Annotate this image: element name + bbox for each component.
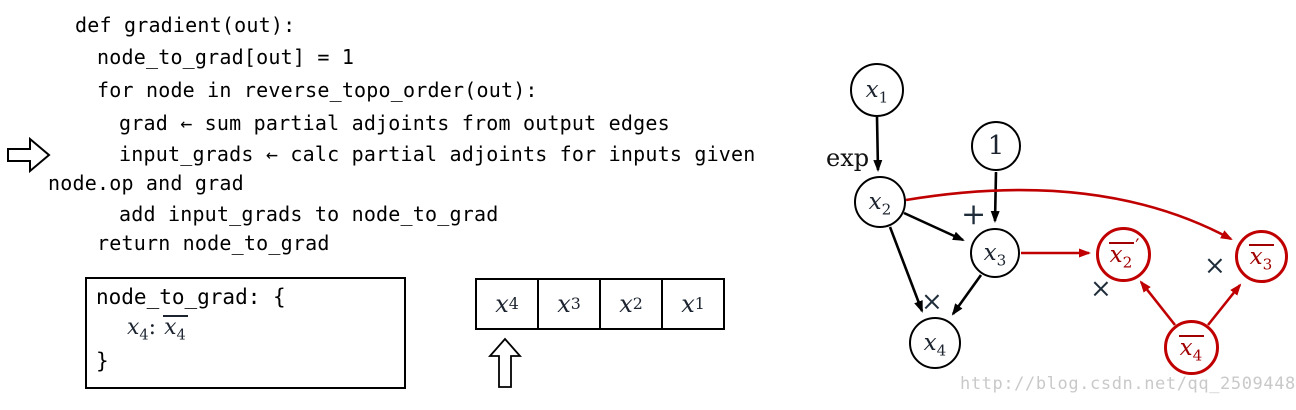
graph-node-x1: x1 [850, 63, 904, 117]
edge-label-plus: + [961, 197, 987, 232]
graph-node-x3: x3 [970, 228, 1020, 278]
code-line-add: add input_grads to node_to_grad [119, 202, 499, 226]
edge-x2-x3bar [905, 188, 1233, 241]
memo-footer: } [96, 349, 109, 373]
code-line-wrap: node.op and grad [48, 171, 244, 195]
graph-node-x2bar-prime: x2′ [1096, 227, 1151, 282]
graph-node-x3bar: x3 [1235, 230, 1288, 283]
edge-label-exp: exp [826, 144, 870, 172]
edge-x3-x4 [951, 274, 983, 316]
code-line-init: node_to_grad[out] = 1 [97, 45, 355, 69]
edge-label-times-x3bar: × [1204, 251, 1226, 281]
edge-1-x3 [990, 171, 1000, 223]
edge-x4bar-x3bar [1206, 283, 1242, 326]
edge-label-times-x2bar: × [1090, 274, 1112, 304]
graph-node-x4: x4 [909, 317, 961, 369]
edge-x4bar-x2bar [1139, 280, 1177, 326]
edge-label-times-forward: × [921, 287, 943, 317]
edge-x2-x4 [888, 226, 924, 313]
graph-node-x4bar: x4 [1164, 320, 1219, 375]
graph-node-x2: x2 [854, 176, 906, 228]
code-line-input-grads: input_grads ← calc partial adjoints for … [119, 142, 756, 166]
code-line-grad: grad ← sum partial adjoints from output … [119, 111, 670, 135]
edge-x1-x2 [873, 116, 883, 172]
pointer-arrow-icon [7, 137, 51, 174]
graph-node-one: 1 [971, 121, 1021, 171]
up-arrow-icon [488, 337, 522, 388]
watermark-text: http://blog.csdn.net/qq_25094489 [960, 374, 1296, 394]
code-line-return: return node_to_grad [97, 231, 330, 255]
code-line-for: for node in reverse_topo_order(out): [97, 78, 538, 102]
memo-header: node_to_grad: { [96, 285, 286, 309]
node-to-grad-box: node_to_grad: { x4: x4 } [85, 277, 406, 389]
memo-entry: x4: x4 [127, 315, 188, 344]
edge-x2-x3 [903, 211, 965, 242]
code-line-def: def gradient(out): [75, 13, 296, 37]
